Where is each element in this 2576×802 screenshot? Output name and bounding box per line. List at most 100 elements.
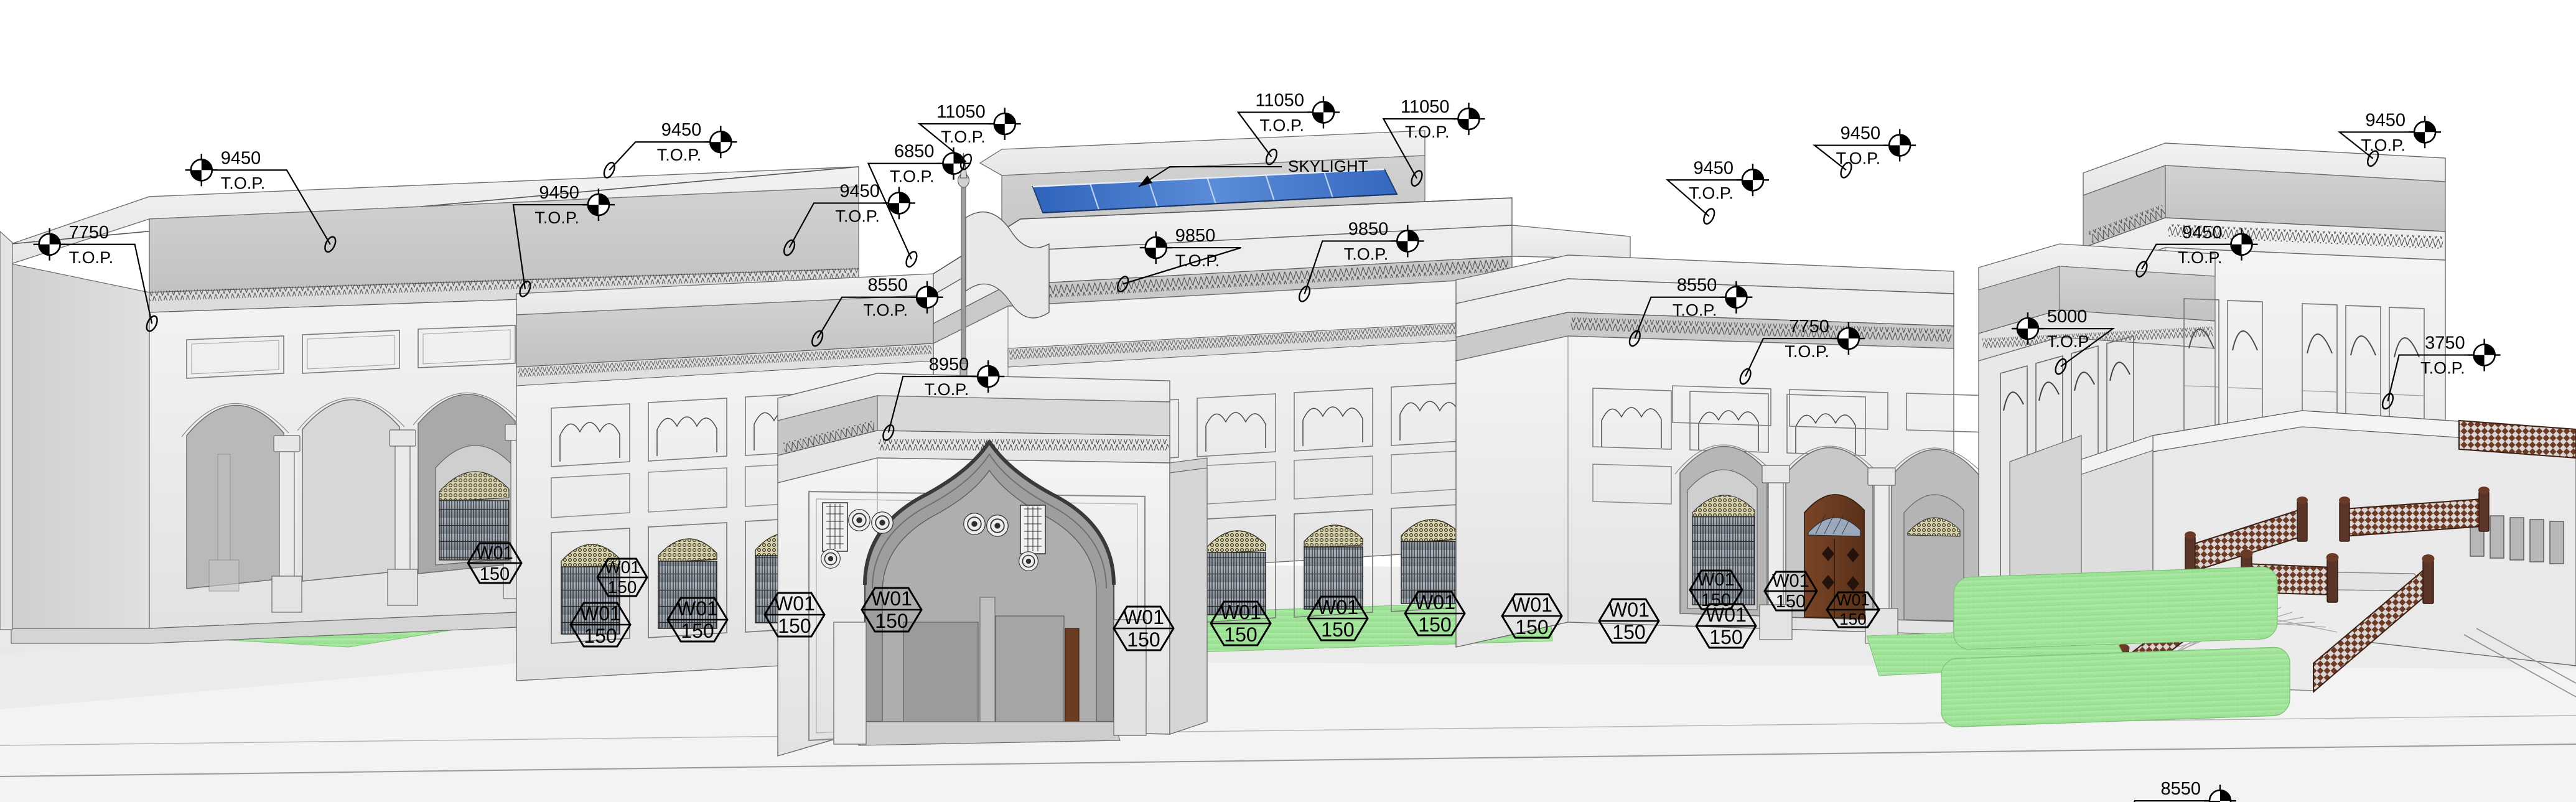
marker-quadrant [988, 366, 999, 377]
window-tag-type: W01 [1123, 606, 1164, 628]
elevation-value: 9450 [539, 183, 579, 203]
marker-quadrant [39, 244, 50, 255]
elevation-sub-label: T.O.P. [1836, 149, 1881, 168]
skylight-callout[interactable]: SKYLIGHT [1138, 157, 1368, 187]
marker-leader-line [609, 141, 711, 171]
marker-leader-line [1304, 240, 1398, 294]
marker-quadrant [201, 159, 212, 170]
elevation-value: 9450 [1841, 124, 1881, 144]
elevation-value: 3750 [2425, 333, 2465, 353]
elevation-value: 9450 [661, 120, 702, 140]
window-tag-size: 150 [1321, 618, 1354, 641]
window-tag-type: W01 [1317, 596, 1358, 618]
elevation-sub-label: T.O.P. [69, 248, 114, 267]
elevation-sub-label: T.O.P. [2361, 136, 2406, 154]
marker-quadrant [1837, 338, 1849, 350]
elevation-sub-label: T.O.P. [1175, 251, 1220, 270]
marker-leader-tip [959, 153, 973, 170]
marker-quadrant [994, 124, 1005, 135]
marker-leader-tip [1298, 286, 1311, 302]
window-tag-size: 150 [480, 564, 510, 584]
window-tag-type: W01 [677, 597, 718, 620]
marker-leader-tip [2366, 150, 2379, 167]
marker-quadrant [1468, 108, 1480, 119]
marker-leader-line [887, 375, 978, 433]
marker-quadrant [2017, 329, 2028, 340]
elevation-sub-label: T.O.P. [2047, 332, 2092, 351]
portal-ornaments [821, 502, 1046, 571]
marker-leader-line [1236, 111, 1313, 157]
marker-leader-tip [2381, 393, 2394, 410]
marker-leader-line [1666, 179, 1742, 217]
marker-leader-tip [783, 239, 796, 256]
elevation-value: 8950 [929, 355, 969, 375]
marker-leader-tip [1840, 161, 1852, 179]
window-tag-size: 150 [1515, 616, 1548, 638]
elevation-value: 7750 [1789, 317, 1829, 337]
window-tag-size: 150 [1839, 610, 1866, 628]
elevation-sub-label: T.O.P. [863, 301, 908, 320]
marker-quadrant [2027, 318, 2038, 329]
elevation-sub-label: T.O.P. [1689, 184, 1734, 202]
right-annex [1866, 410, 2576, 727]
marker-quadrant [1397, 241, 1408, 252]
marker-leader-tip [603, 161, 615, 179]
marker-quadrant [2414, 132, 2425, 143]
marker-leader-line [512, 203, 588, 289]
marker-leader-tip [2135, 261, 2148, 277]
marker-leader-line [788, 202, 889, 248]
marker-quadrant [1458, 119, 1469, 130]
window-tag-size: 150 [1709, 626, 1742, 648]
marker-quadrant [1323, 101, 1334, 113]
marker-quadrant [898, 192, 910, 203]
elevation-sub-label: T.O.P. [657, 146, 702, 164]
marker-leader-tip [1117, 276, 1129, 292]
marker-leader-tip [1628, 330, 1641, 347]
elevation-value: 8550 [868, 276, 908, 296]
marker-quadrant [1155, 237, 1167, 248]
window-tag-size: 150 [1776, 592, 1806, 612]
window-tag-size: 150 [1418, 613, 1451, 636]
right-wing-arcade [1672, 385, 1992, 644]
marker-quadrant [49, 233, 60, 245]
marker-leader-tip [882, 424, 895, 441]
